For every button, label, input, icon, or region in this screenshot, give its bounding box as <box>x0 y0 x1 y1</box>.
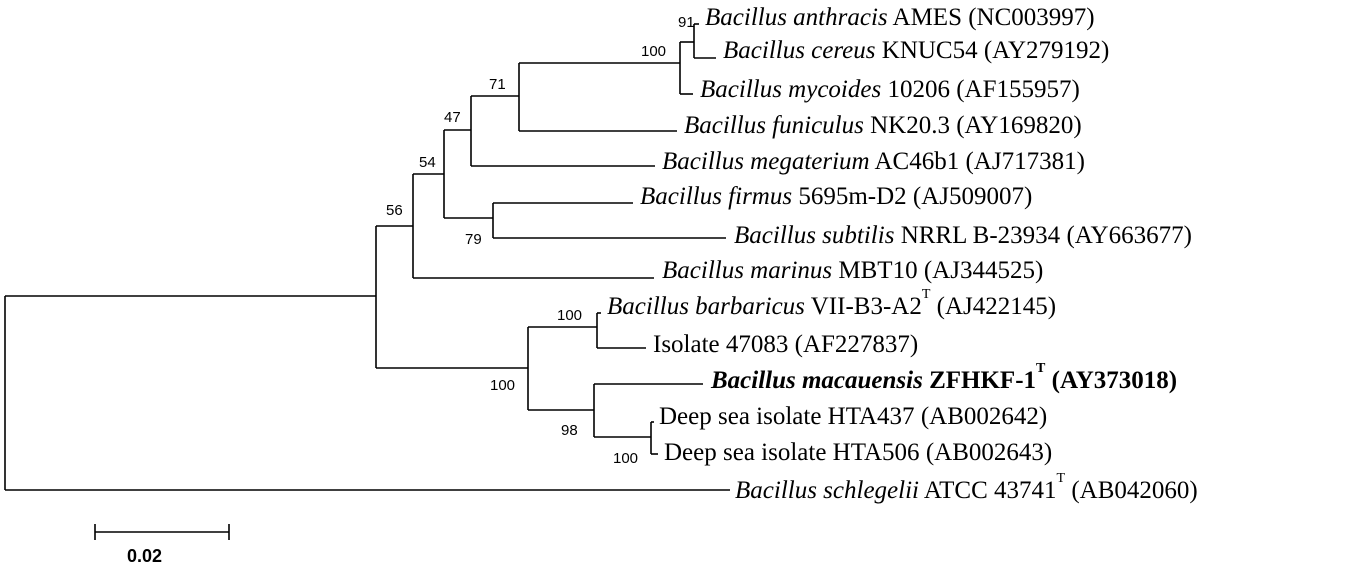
bootstrap-value: 91 <box>678 14 695 31</box>
leaf-label-megaterium: Bacillus megaterium AC46b1 (AJ717381) <box>662 148 1085 175</box>
scale-bar <box>94 524 230 540</box>
leaf-label-firmus: Bacillus firmus 5695m-D2 (AJ509007) <box>640 183 1033 210</box>
bootstrap-value: 79 <box>465 231 482 248</box>
leaf-label-funiculus: Bacillus funiculus NK20.3 (AY169820) <box>684 112 1082 139</box>
bootstrap-value: 100 <box>641 43 667 60</box>
leaf-label-schlegelii: Bacillus schlegelii ATCC 43741T (AB04206… <box>735 471 1198 504</box>
bootstrap-value: 56 <box>386 202 403 219</box>
bootstrap-value: 100 <box>490 377 516 394</box>
leaf-label-cereus: Bacillus cereus KNUC54 (AY279192) <box>723 37 1110 64</box>
leaf-label-mycoides: Bacillus mycoides 10206 (AF155957) <box>700 76 1080 103</box>
leaf-label-marinus: Bacillus marinus MBT10 (AJ344525) <box>662 257 1044 284</box>
bootstrap-value: 54 <box>419 154 436 171</box>
scale-bar-label: 0.02 <box>127 546 163 566</box>
leaf-label-anthracis: Bacillus anthracis AMES (NC003997) <box>705 4 1095 31</box>
bootstrap-value: 100 <box>613 450 639 467</box>
leaf-label-isolate-47083: Isolate 47083 (AF227837) <box>653 331 919 358</box>
bootstrap-value: 100 <box>557 307 583 324</box>
bootstrap-value: 71 <box>489 76 506 93</box>
leaf-label-hta506: Deep sea isolate HTA506 (AB002643) <box>664 439 1053 466</box>
leaf-label-barbaricus: Bacillus barbaricus VII-B3-A2T (AJ422145… <box>607 287 1057 320</box>
leaf-label-macauensis: Bacillus macauensis ZFHKF-1T (AY373018) <box>711 361 1178 394</box>
leaf-label-hta437: Deep sea isolate HTA437 (AB002642) <box>659 403 1048 430</box>
leaf-label-subtilis: Bacillus subtilis NRRL B-23934 (AY663677… <box>734 222 1192 249</box>
bootstrap-value: 47 <box>444 109 461 126</box>
bootstrap-value: 98 <box>561 422 578 439</box>
